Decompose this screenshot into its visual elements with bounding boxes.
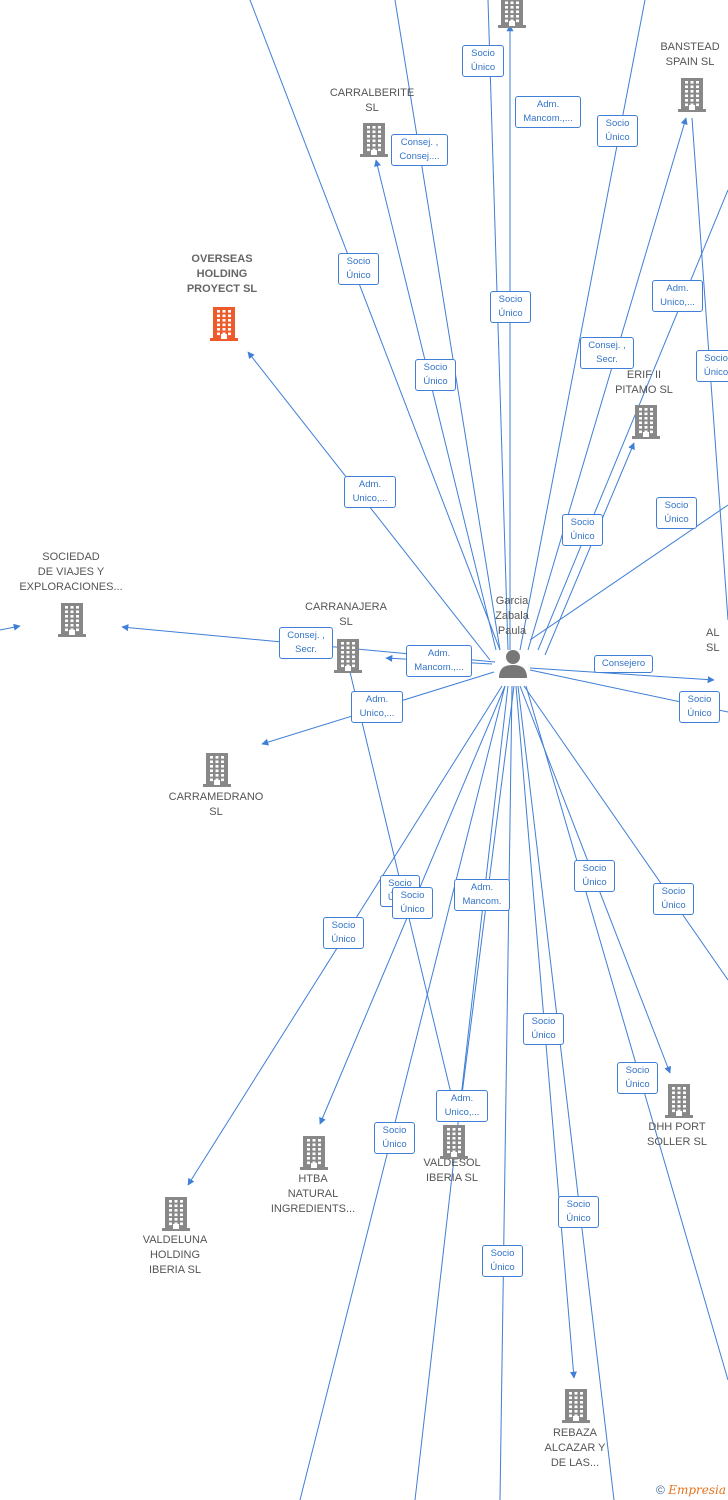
company-label: CARRANAJERA SL [305,601,387,628]
relation-edge [249,0,501,651]
relation-label[interactable]: Adm. Mancom. [454,879,510,911]
relation-edge [517,685,615,1500]
relation-label[interactable]: Socio Único [323,917,364,949]
relation-label[interactable]: Socio Único [679,691,720,723]
relation-label[interactable]: Consej. , Secr. [279,627,333,659]
relation-label[interactable]: Adm. Unico,... [351,691,403,723]
company-label: HTBA NATURAL INGREDIENTS... [270,1173,356,1215]
company-node-sociedad[interactable]: SOCIEDAD DE VIAJES Y EXPLORACIONES... [6,550,136,595]
relation-edge [537,189,728,651]
company-label: VALDESOL IBERIA SL [423,1157,481,1184]
copyright-footer: © Empresia [656,1483,726,1497]
building-icon[interactable] [663,1082,695,1118]
relation-label[interactable]: Socio Único [558,1196,599,1228]
relation-edge [527,117,688,651]
relation-edge [529,667,715,684]
relation-label[interactable]: Adm. Unico,... [652,280,703,312]
building-icon[interactable] [560,1387,592,1423]
company-node-carramedrano[interactable]: CARRAMEDRANO SL [160,790,272,820]
relation-label[interactable]: Adm. Mancom.,... [515,96,581,128]
copyright-symbol: © [656,1483,665,1497]
relation-label[interactable]: Socio Único [696,350,728,382]
company-label: REBAZA ALCAZAR Y DE LAS... [544,1427,606,1469]
person-name: Garcia Zabala Paula [495,595,529,637]
relation-label[interactable]: Socio Único [523,1013,564,1045]
relation-edge [529,504,728,641]
company-label: CARRALBERITE SL [329,87,415,114]
company-label: VALDELUNA HOLDING IBERIA SL [142,1234,208,1276]
relation-edge [499,685,513,1500]
relation-edge [519,0,646,651]
company-label: OVERSEAS HOLDING PROYECT SL [186,253,258,295]
building-icon[interactable] [496,0,528,28]
relation-edge [374,159,497,651]
company-node-carranajera[interactable]: CARRANAJERA SL [298,600,394,630]
building-icon[interactable] [56,601,88,637]
company-node-valdeluna[interactable]: VALDELUNA HOLDING IBERIA SL [130,1233,220,1278]
relation-label[interactable]: Consejero [594,655,653,673]
relation-label[interactable]: Socio Único [617,1062,658,1094]
relation-label[interactable]: Socio Único [392,887,433,919]
building-icon[interactable] [208,305,240,341]
relation-edge [525,685,728,1381]
company-node-carralberite[interactable]: CARRALBERITE SL [320,86,424,116]
building-icon[interactable] [201,751,233,787]
building-icon[interactable] [630,403,662,439]
relation-label[interactable]: Consej. , Consej.... [391,134,448,166]
relation-label[interactable]: Socio Único [490,291,531,323]
relation-edge [394,0,501,651]
company-node-valdesol[interactable]: VALDESOL IBERIA SL [408,1156,496,1186]
relation-label[interactable]: Socio Único [374,1122,415,1154]
relation-label[interactable]: Socio Único [656,497,697,529]
relation-label[interactable]: Adm. Unico,... [436,1090,488,1122]
building-icon[interactable] [332,637,364,673]
relation-label[interactable]: Adm. Mancom.,... [406,645,472,677]
relation-label[interactable]: Socio Único [338,253,379,285]
company-node-htba[interactable]: HTBA NATURAL INGREDIENTS... [262,1172,364,1217]
building-icon[interactable] [160,1195,192,1231]
company-node-banstead[interactable]: BANSTEAD SPAIN SL [645,40,728,70]
relation-edge [523,685,728,981]
building-icon[interactable] [438,1123,470,1159]
company-node-al[interactable]: AL SL [706,626,728,656]
relation-label[interactable]: Socio Único [482,1245,523,1277]
company-node-overseas[interactable]: OVERSEAS HOLDING PROYECT SL [167,252,277,297]
company-label: AL SL [706,627,720,654]
company-node-erif[interactable]: ERIF II PITAMO SL [604,368,684,398]
relation-label[interactable]: Consej. , Secr. [580,337,634,369]
company-label: ERIF II PITAMO SL [615,369,673,396]
relation-edge [0,623,21,631]
company-label: SOCIEDAD DE VIAJES Y EXPLORACIONES... [19,551,123,593]
company-node-dhh[interactable]: DHH PORT SOLLER SL [632,1120,722,1150]
relation-edge [487,0,509,651]
company-label: DHH PORT SOLLER SL [647,1121,707,1148]
relation-label[interactable]: Adm. Unico,... [344,476,396,508]
relation-label[interactable]: Socio Único [574,860,615,892]
relation-edge [299,685,506,1500]
building-icon[interactable] [676,76,708,112]
company-node-rebaza[interactable]: REBAZA ALCAZAR Y DE LAS... [530,1426,620,1471]
company-label: CARRAMEDRANO SL [168,791,264,818]
company-label: BANSTEAD SPAIN SL [660,41,720,68]
relation-label[interactable]: Socio Único [415,359,456,391]
relation-label[interactable]: Socio Único [462,45,504,77]
person-icon[interactable] [498,648,528,683]
relation-label[interactable]: Socio Único [597,115,638,147]
brand-logo: Empresia [668,1483,726,1497]
building-icon[interactable] [358,121,390,157]
building-icon[interactable] [298,1134,330,1170]
relation-label[interactable]: Socio Único [562,514,603,546]
relation-label[interactable]: Socio Único [653,883,694,915]
